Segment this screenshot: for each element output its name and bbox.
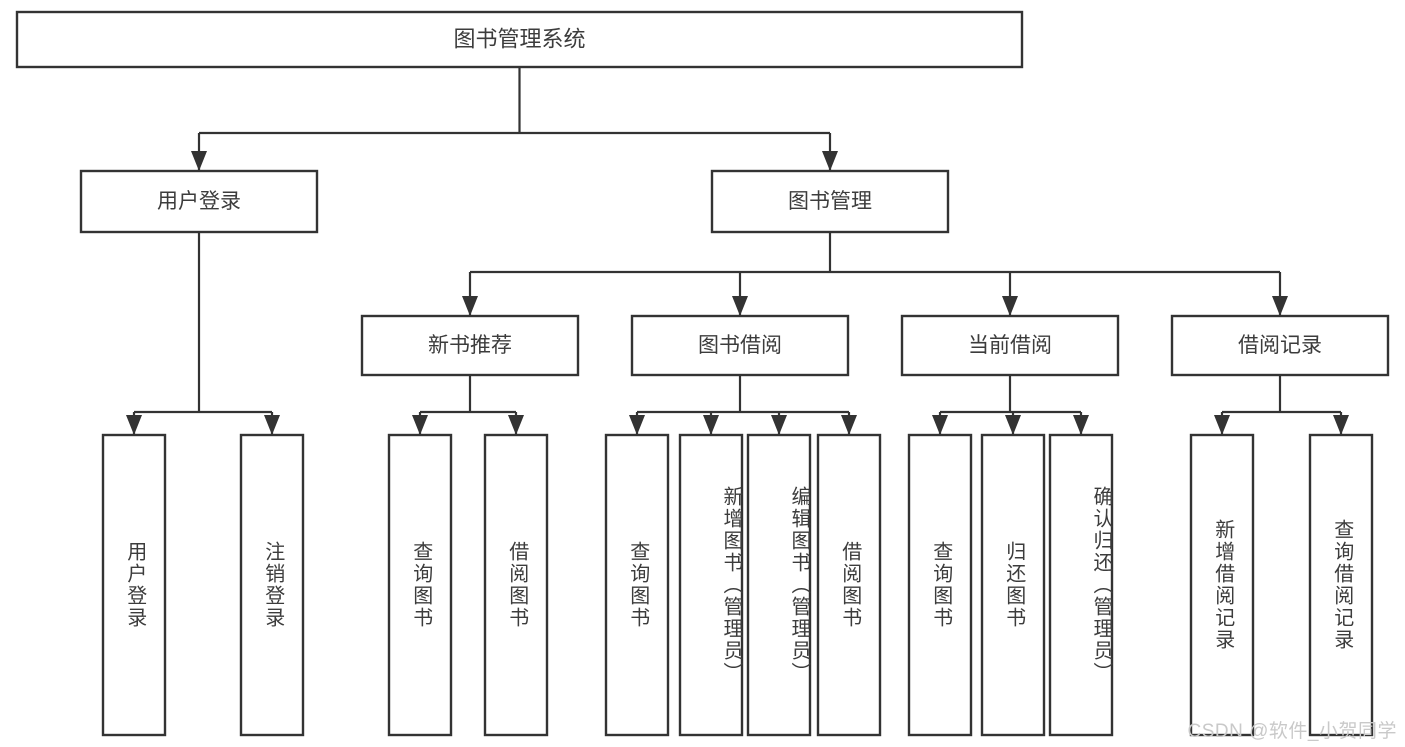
node-leaf-confirm-return[interactable]: [1048, 433, 1114, 737]
node-leaf-add-book[interactable]: [678, 433, 744, 737]
node-leaf-query-book-current[interactable]: [907, 433, 973, 737]
node-leaf-logout[interactable]: [239, 433, 305, 737]
connector-arrow-icon: [822, 151, 838, 171]
connectors-layer: [126, 67, 1349, 435]
node-box-leaf-confirm-return[interactable]: [1048, 433, 1114, 737]
node-box-leaf-query-book-borrow[interactable]: [604, 433, 670, 737]
connector-arrow-icon: [703, 415, 719, 435]
node-label-user-login: 用户登录: [157, 190, 241, 213]
node-box-leaf-query-book-current[interactable]: [907, 433, 973, 737]
node-leaf-edit-book[interactable]: [746, 433, 812, 737]
node-label-root: 图书管理系统: [453, 26, 585, 51]
connector-arrow-icon: [508, 415, 524, 435]
node-box-leaf-edit-book[interactable]: [746, 433, 812, 737]
node-label-book-manage: 图书管理: [788, 190, 872, 213]
node-box-leaf-borrow-book[interactable]: [816, 433, 882, 737]
connector-arrow-icon: [1002, 296, 1018, 316]
node-box-leaf-logout[interactable]: [239, 433, 305, 737]
watermark-text: CSDN @软件_小贺同学: [1187, 721, 1397, 742]
connector-arrow-icon: [264, 415, 280, 435]
connector-arrow-icon: [191, 151, 207, 171]
connector-arrow-icon: [462, 296, 478, 316]
connector-arrow-icon: [771, 415, 787, 435]
connector-arrow-icon: [412, 415, 428, 435]
node-label-book-borrow: 图书借阅: [698, 334, 782, 357]
node-box-new-book-rec[interactable]: [360, 314, 580, 377]
connector-arrow-icon: [1073, 415, 1089, 435]
node-leaf-query-record[interactable]: [1308, 433, 1374, 737]
node-leaf-query-book-rec[interactable]: [387, 433, 453, 737]
node-box-book-borrow[interactable]: [630, 314, 850, 377]
node-box-leaf-add-record[interactable]: [1189, 433, 1255, 737]
node-box-leaf-add-book[interactable]: [678, 433, 744, 737]
node-box-root[interactable]: [15, 10, 1024, 69]
node-box-leaf-query-record[interactable]: [1308, 433, 1374, 737]
node-box-leaf-query-book-rec[interactable]: [387, 433, 453, 737]
connector-arrow-icon: [932, 415, 948, 435]
node-label-new-book-rec: 新书推荐: [428, 334, 512, 357]
node-book-borrow[interactable]: 图书借阅: [630, 314, 850, 377]
node-leaf-query-book-borrow[interactable]: [604, 433, 670, 737]
node-box-leaf-borrow-book-rec[interactable]: [483, 433, 549, 737]
node-leaf-user-login[interactable]: [101, 433, 167, 737]
connector-arrow-icon: [1005, 415, 1021, 435]
connector-arrow-icon: [732, 296, 748, 316]
node-box-leaf-user-login[interactable]: [101, 433, 167, 737]
node-label-current-borrow: 当前借阅: [968, 334, 1052, 357]
node-leaf-add-record[interactable]: [1189, 433, 1255, 737]
node-book-manage[interactable]: 图书管理: [710, 169, 950, 234]
node-leaf-borrow-book[interactable]: [816, 433, 882, 737]
node-box-leaf-return-book[interactable]: [980, 433, 1046, 737]
connector-arrow-icon: [629, 415, 645, 435]
connector-arrow-icon: [126, 415, 142, 435]
node-box-borrow-record[interactable]: [1170, 314, 1390, 377]
node-label-borrow-record: 借阅记录: [1238, 334, 1322, 357]
node-current-borrow[interactable]: 当前借阅: [900, 314, 1120, 377]
connector-arrow-icon: [1214, 415, 1230, 435]
node-leaf-borrow-book-rec[interactable]: [483, 433, 549, 737]
connector-arrow-icon: [1333, 415, 1349, 435]
node-borrow-record[interactable]: 借阅记录: [1170, 314, 1390, 377]
connector-arrow-icon: [841, 415, 857, 435]
node-leaf-return-book[interactable]: [980, 433, 1046, 737]
node-new-book-rec[interactable]: 新书推荐: [360, 314, 580, 377]
node-box-current-borrow[interactable]: [900, 314, 1120, 377]
node-root[interactable]: 图书管理系统: [15, 10, 1024, 69]
node-box-user-login[interactable]: [79, 169, 319, 234]
node-box-book-manage[interactable]: [710, 169, 950, 234]
connector-arrow-icon: [1272, 296, 1288, 316]
node-user-login[interactable]: 用户登录: [79, 169, 319, 234]
